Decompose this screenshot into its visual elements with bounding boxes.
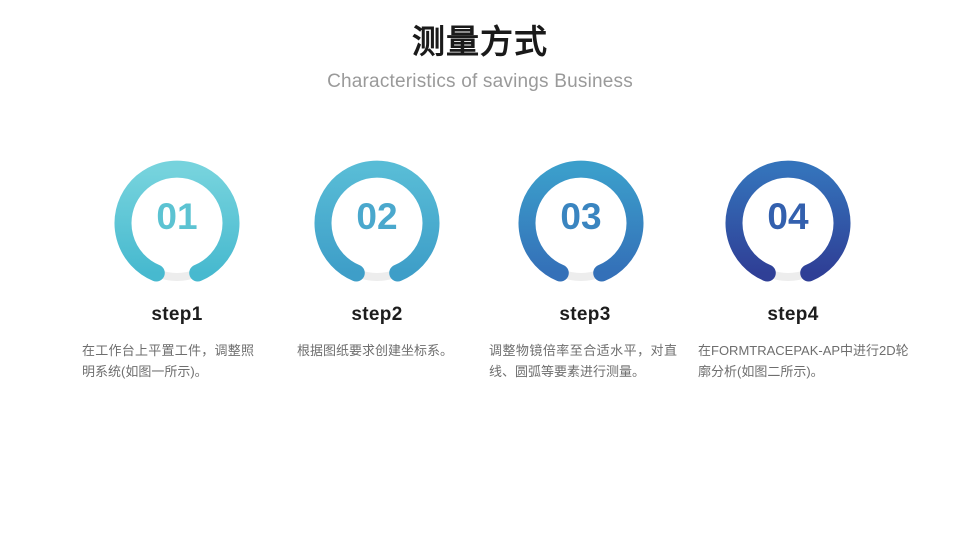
step-description-3: 调整物镜倍率至合适水平，对直线、圆弧等要素进行测量。 xyxy=(489,343,677,379)
step-item-2[interactable]: 02 step2 根据图纸要求创建坐标系。 xyxy=(277,152,477,361)
page-header: 测量方式 Characteristics of savings Business xyxy=(0,20,960,96)
page-subtitle: Characteristics of savings Business xyxy=(327,71,633,92)
progress-ring-4: 04 xyxy=(688,152,888,287)
step-label-1: step1 xyxy=(151,304,203,325)
progress-ring-2: 02 xyxy=(277,152,477,287)
progress-ring-3: 03 xyxy=(481,152,681,287)
step-item-1[interactable]: 01 step1 在工作台上平置工件，调整照明系统(如图一所示)。 xyxy=(77,152,277,382)
step-label-2: step2 xyxy=(351,304,403,325)
steps-row: 01 step1 在工作台上平置工件，调整照明系统(如图一所示)。 02 ste… xyxy=(0,152,960,452)
step-item-3[interactable]: 03 step3 调整物镜倍率至合适水平，对直线、圆弧等要素进行测量。 xyxy=(481,152,681,382)
ring-arc-icon-2 xyxy=(314,160,440,282)
step-label-3: step3 xyxy=(559,304,611,325)
step-description-2: 根据图纸要求创建坐标系。 xyxy=(296,343,453,358)
ring-arc-icon-4 xyxy=(725,160,851,282)
progress-ring-1: 01 xyxy=(77,152,277,287)
ring-arc-icon-3 xyxy=(518,160,644,282)
step-label-4: step4 xyxy=(767,304,819,325)
step-description-4: 在FORMTRACEPAK-AP中进行2D轮廓分析(如图二所示)。 xyxy=(698,343,909,379)
step-description-1: 在工作台上平置工件，调整照明系统(如图一所示)。 xyxy=(82,343,254,379)
ring-arc-icon-1 xyxy=(114,160,240,282)
step-item-4[interactable]: 04 step4 在FORMTRACEPAK-AP中进行2D轮廓分析(如图二所示… xyxy=(688,152,909,382)
page-title: 测量方式 xyxy=(412,23,548,60)
